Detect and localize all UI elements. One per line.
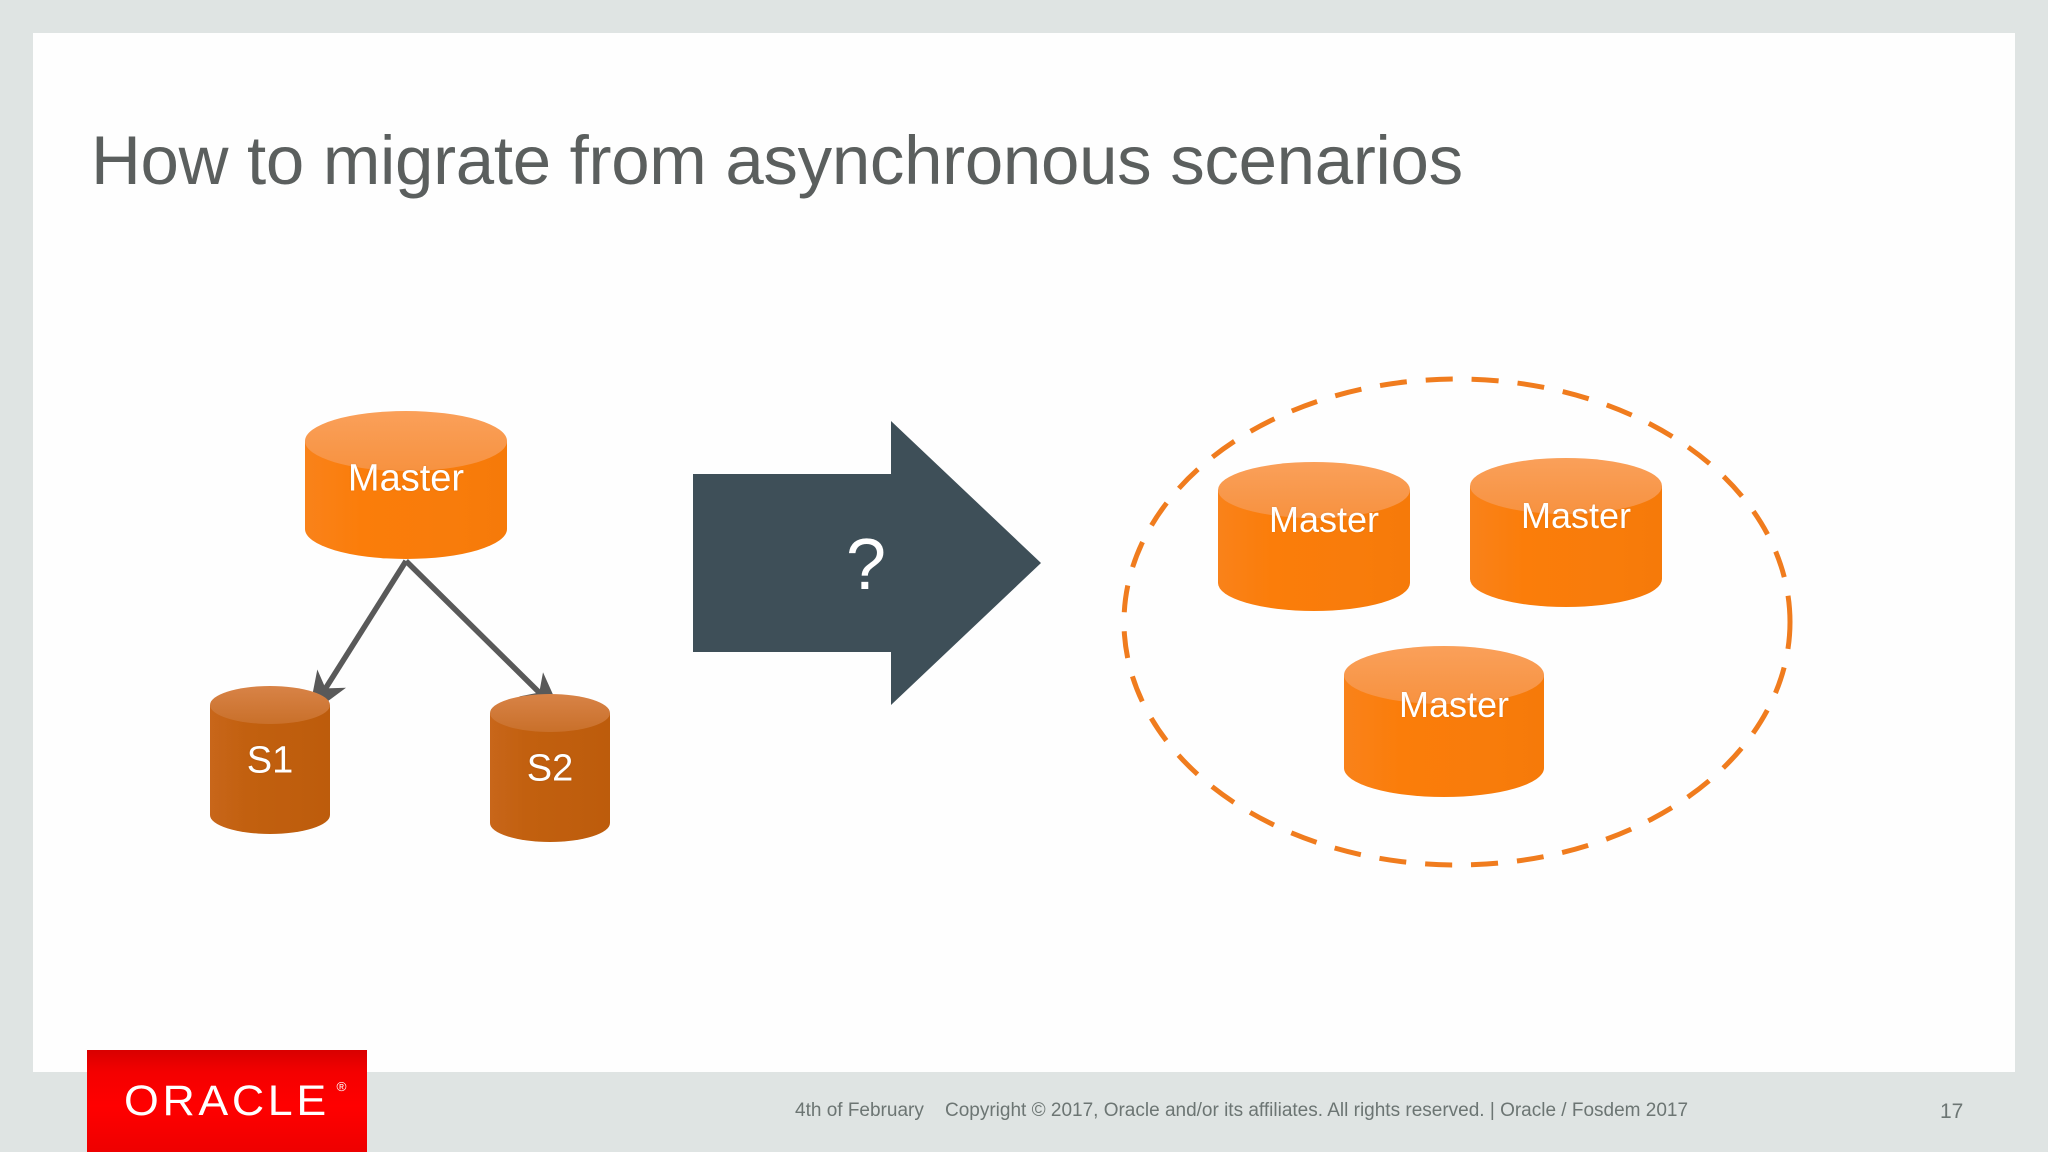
right-master-label-1: Master [1268,499,1380,540]
page-number: 17 [1940,1100,1964,1123]
oracle-logo: ORACLE ® [87,1050,367,1152]
right-arrow-icon [693,421,1041,705]
slave-cylinder-s2 [490,694,610,842]
right-master-cylinder-1 [1218,462,1410,611]
footer-copyright: Copyright © 2017, Oracle and/or its affi… [945,1100,1689,1121]
connector-arrows [307,559,563,716]
diagram-svg [210,376,1793,868]
oracle-logo-text: ORACLE [124,1076,330,1125]
footer-date: 4th of February [795,1100,924,1121]
slave-label-s1: S1 [246,739,294,782]
left-master-cylinder [305,411,507,559]
right-master-label-2: Master [1520,495,1632,536]
right-master-cylinder-3 [1344,646,1544,797]
oracle-wordmark: ORACLE ® [124,1076,346,1126]
diagram-area: Master S1 S2 ? Master Master Master [33,33,2015,1072]
slide-canvas: How to migrate from asynchronous scenari… [33,33,2015,1072]
slave-label-s2: S2 [526,747,574,790]
right-master-cylinder-2 [1470,458,1662,607]
page-title: How to migrate from asynchronous scenari… [91,122,1463,199]
registered-trademark-icon: ® [336,1078,347,1094]
right-master-label-3: Master [1398,684,1510,725]
dashed-group-ellipse [1121,376,1793,868]
arrow-question-mark: ? [845,525,887,605]
slave-cylinder-s1 [210,686,330,834]
left-master-label: Master [347,457,465,500]
